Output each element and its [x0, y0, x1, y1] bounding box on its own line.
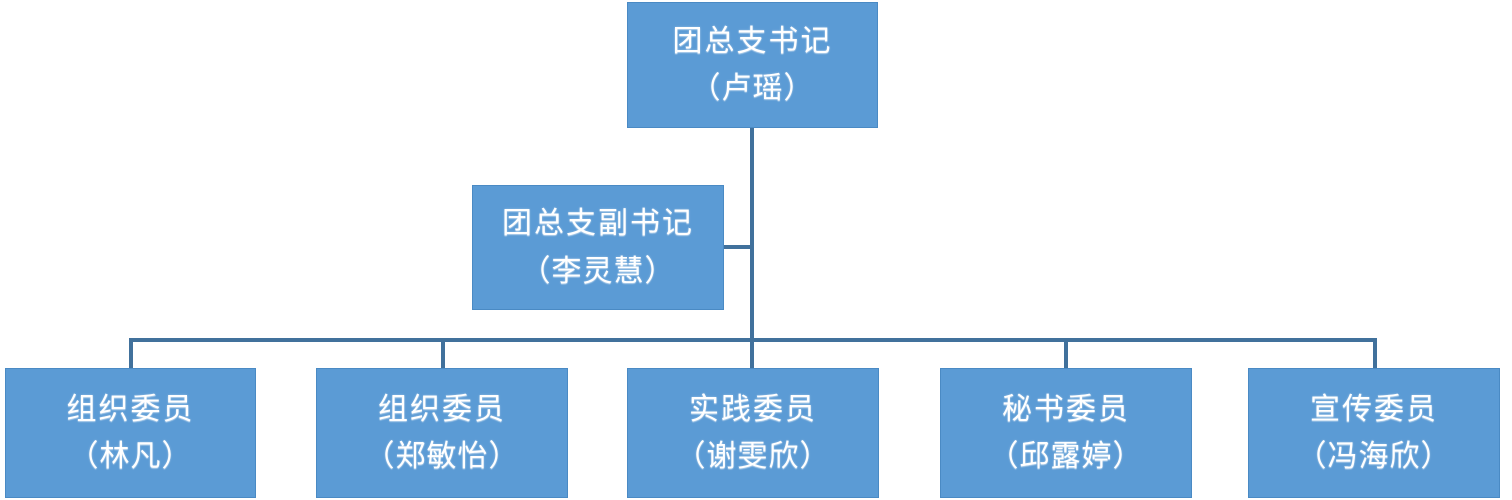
node-secretary-member[interactable]: 秘书委员 （邱露婷） [940, 368, 1192, 498]
node-secretary[interactable]: 团总支书记 （卢瑶） [627, 2, 878, 128]
connector-drop-secretary-member [1064, 338, 1068, 368]
node-secretary-title: 团总支书记 [672, 23, 833, 59]
node-organization-member-2[interactable]: 组织委员 （郑敏怡） [316, 368, 568, 498]
connector-drop-organization-member-1 [129, 338, 133, 368]
node-publicity-member-title: 宣传委员 [1310, 391, 1438, 427]
connector-drop-publicity-member [1373, 338, 1377, 368]
node-secretary-member-title: 秘书委员 [1002, 391, 1130, 427]
node-organization-member-2-name: （郑敏怡） [364, 439, 520, 474]
node-publicity-member[interactable]: 宣传委员 （冯海欣） [1248, 368, 1500, 498]
node-practice-member-name: （谢雯欣） [675, 439, 831, 474]
connector-drop-practice-member [750, 338, 754, 368]
connector-drop-organization-member-2 [441, 338, 445, 368]
node-organization-member-2-title: 组织委员 [378, 391, 506, 427]
node-vice-secretary-name: （李灵慧） [520, 253, 676, 289]
node-organization-member-1[interactable]: 组织委员 （林凡） [5, 368, 256, 498]
node-organization-member-1-name: （林凡） [68, 439, 193, 474]
node-organization-member-1-title: 组织委员 [66, 391, 195, 427]
node-secretary-member-name: （邱露婷） [988, 439, 1144, 474]
node-practice-member-title: 实践委员 [689, 391, 817, 427]
node-vice-secretary[interactable]: 团总支副书记 （李灵慧） [472, 185, 724, 310]
node-practice-member[interactable]: 实践委员 （谢雯欣） [627, 368, 879, 498]
connector-vice-secretary-stub [724, 245, 752, 249]
node-secretary-name: （卢瑶） [690, 71, 815, 106]
node-vice-secretary-title: 团总支副书记 [502, 206, 694, 242]
node-publicity-member-name: （冯海欣） [1296, 439, 1452, 474]
connector-trunk-vertical [750, 128, 754, 340]
